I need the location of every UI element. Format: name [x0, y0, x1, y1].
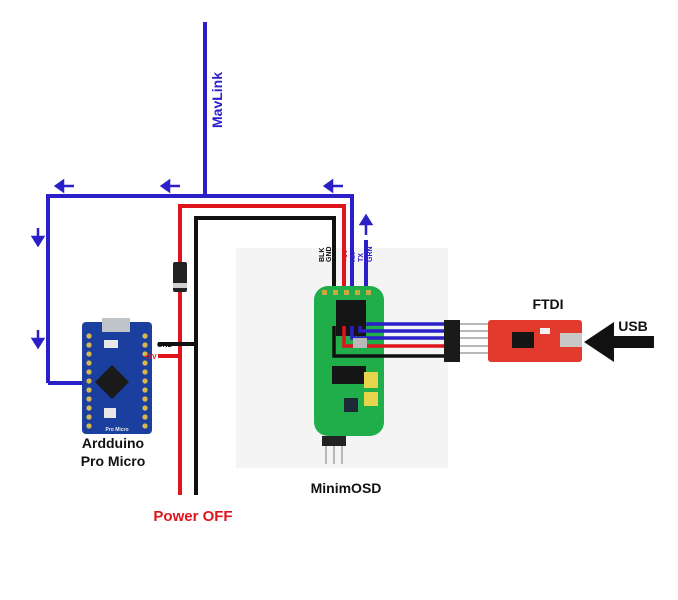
- arduino-pin-headers: [86, 333, 148, 429]
- osd-chip-secondary: [332, 366, 366, 384]
- osd-capacitor: [364, 372, 378, 388]
- ground-wires: [158, 216, 336, 495]
- ftdi-component: [540, 328, 550, 334]
- osd-pin-label-rx: RX: [350, 252, 357, 262]
- usb-arrow-icon: [584, 322, 654, 362]
- arrow-down-icon: [30, 330, 46, 350]
- arrow-left-icon: [159, 178, 180, 194]
- gnd-wire: [194, 216, 336, 495]
- arrow-left-icon: [53, 178, 74, 194]
- usb-connector: [102, 318, 130, 332]
- ftdi-label: FTDI: [532, 296, 563, 312]
- mavlink-bus-wire: [46, 194, 354, 383]
- ftdi-connector-housing: [444, 320, 460, 362]
- power-wires: [158, 204, 346, 495]
- osd-small-component: [353, 338, 367, 348]
- osd-capacitor-2: [364, 392, 378, 406]
- osd-pin-label-gnd: GND: [326, 246, 333, 262]
- gnd-pin-label: GND: [157, 342, 173, 349]
- ftdi-usb-port: [560, 333, 582, 347]
- pro-micro-silk: Pro Micro: [105, 427, 128, 433]
- usb-label: USB: [618, 318, 648, 334]
- osd-pin-label-5v: +5V: [342, 249, 349, 262]
- minimosd-label: MinimOSD: [311, 480, 382, 496]
- diode-icon: [173, 262, 187, 292]
- plus5v-wire: [178, 204, 346, 495]
- osd-inductor: [344, 398, 358, 412]
- ftdi-header-pins: [460, 323, 490, 354]
- ftdi-pcb: [488, 320, 582, 362]
- arduino-pro-micro: Pro Micro: [82, 318, 152, 434]
- arrow-down-icon: [30, 228, 46, 248]
- osd-pin-labels: BLK GND +5V RX TX GRN: [319, 246, 374, 262]
- osd-ftdi-wires: [332, 322, 444, 358]
- ftdi-adapter: [444, 320, 582, 362]
- arduino-label-line1: Ardduino: [82, 435, 144, 451]
- arduino-component: [104, 340, 118, 348]
- power-off-label: Power OFF: [153, 508, 232, 525]
- osd-top-pins: [322, 290, 371, 295]
- osd-bottom-header: [322, 436, 346, 464]
- arrow-left-icon: [322, 178, 343, 194]
- plus5v-pin-label: +5V: [144, 354, 157, 361]
- arduino-button: [104, 408, 116, 418]
- osd-pin-label-tx: TX: [358, 253, 365, 262]
- osd-pin-label-blk: BLK: [319, 248, 326, 262]
- arrow-up-icon: [358, 213, 374, 235]
- osd-pin-label-grn: GRN: [367, 246, 374, 262]
- ftdi-chip: [512, 332, 534, 348]
- mavlink-label: MavLink: [209, 72, 225, 128]
- arduino-label-line2: Pro Micro: [81, 453, 146, 469]
